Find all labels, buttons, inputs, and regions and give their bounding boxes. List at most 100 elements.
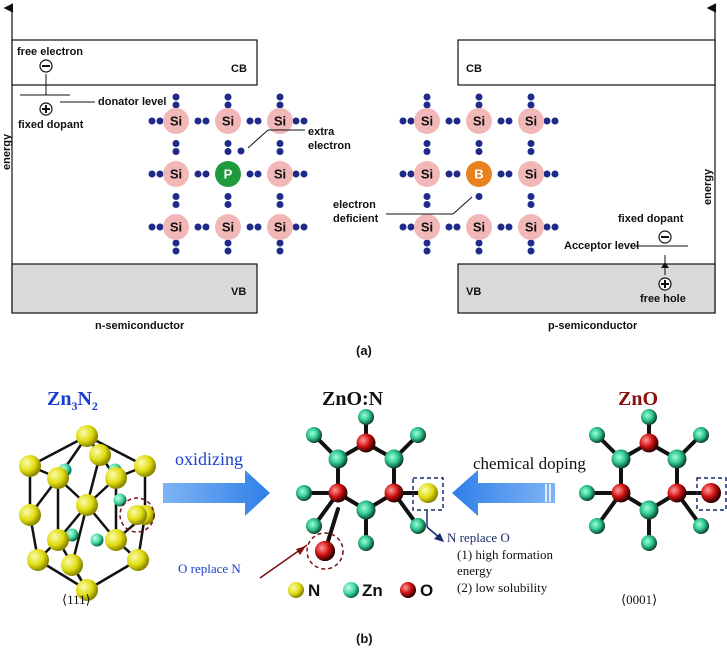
electron-dot bbox=[224, 193, 232, 200]
p-conduction-band bbox=[457, 39, 716, 86]
extra-electron-label-1: extra bbox=[308, 126, 335, 138]
electron-dot bbox=[497, 117, 505, 125]
n-atom bbox=[19, 455, 41, 477]
chemical-doping-label: chemical doping bbox=[473, 454, 586, 473]
si-atom-label: Si bbox=[421, 167, 433, 182]
electron-dot bbox=[224, 140, 232, 147]
electron-dot bbox=[172, 193, 180, 200]
si-atom-label: Si bbox=[421, 114, 433, 129]
electron-dot bbox=[292, 117, 300, 125]
si-atom-label: Si bbox=[274, 114, 286, 129]
electron-dot bbox=[224, 247, 232, 255]
electron-dot bbox=[148, 223, 156, 231]
si-atom bbox=[466, 108, 492, 134]
si-atom bbox=[518, 161, 544, 187]
electron-dot bbox=[202, 170, 210, 178]
electron-dot bbox=[276, 140, 284, 147]
zno-crystal bbox=[579, 409, 721, 551]
electron-dot bbox=[527, 239, 535, 247]
electron-dot bbox=[551, 170, 559, 178]
electron-dot bbox=[276, 239, 284, 247]
electron-dot bbox=[423, 140, 431, 147]
zno-n-o-highlight-circle bbox=[306, 532, 344, 570]
zn-atom bbox=[384, 449, 404, 469]
zn-atom bbox=[579, 485, 595, 501]
legend-zn-sphere bbox=[343, 582, 359, 598]
n-cb-label: CB bbox=[231, 63, 247, 75]
electron-dot bbox=[276, 148, 284, 155]
zno-title: ZnO bbox=[618, 388, 659, 410]
electron-dot bbox=[300, 117, 308, 125]
zn-atom bbox=[641, 535, 657, 551]
zno-n-crystal bbox=[296, 409, 438, 561]
electron-dot bbox=[300, 170, 308, 178]
si-atom-label: Si bbox=[274, 167, 286, 182]
electron-dot bbox=[172, 93, 180, 101]
right-axis-label: energy bbox=[702, 168, 714, 205]
electron-dot bbox=[172, 247, 180, 255]
electron-dot bbox=[300, 223, 308, 231]
si-atom bbox=[518, 108, 544, 134]
electron-dot bbox=[543, 170, 551, 178]
electron-dot bbox=[551, 223, 559, 231]
electron-dot bbox=[399, 170, 407, 178]
electron-dot bbox=[453, 170, 461, 178]
zn-atom bbox=[296, 485, 312, 501]
si-atom-label: Si bbox=[222, 220, 234, 235]
electron-dot bbox=[246, 117, 254, 125]
legend-n-label: N bbox=[308, 581, 321, 600]
reason-1-label: (1) high formation bbox=[457, 547, 554, 562]
electron-dot bbox=[254, 117, 262, 125]
electron-dot bbox=[276, 101, 284, 109]
zn3n2-direction: ⟨111⟩ bbox=[62, 592, 91, 607]
zn-atom bbox=[589, 518, 605, 534]
si-atom-label: Si bbox=[170, 114, 182, 129]
doping-arrow bbox=[452, 470, 555, 516]
electron-dot bbox=[224, 201, 232, 208]
electron-dot bbox=[423, 93, 431, 101]
si-atom bbox=[466, 214, 492, 240]
electron-dot bbox=[445, 117, 453, 125]
electron-dot bbox=[551, 117, 559, 125]
zn-atom bbox=[306, 427, 322, 443]
electron-dot bbox=[246, 223, 254, 231]
electron-dot bbox=[156, 170, 164, 178]
oxidizing-arrow bbox=[163, 470, 270, 516]
electron-dot bbox=[194, 223, 202, 231]
n-atom bbox=[47, 467, 69, 489]
zno-o-highlight-box bbox=[696, 477, 727, 511]
p-fixed-dopant-label: fixed dopant bbox=[618, 213, 684, 225]
electron-dot bbox=[407, 223, 415, 231]
legend-o-label: O bbox=[420, 581, 434, 600]
si-atom bbox=[518, 214, 544, 240]
n-fixed-dopant-label: fixed dopant bbox=[18, 119, 84, 131]
electron-dot bbox=[407, 170, 415, 178]
n-atom bbox=[105, 529, 127, 551]
si-atom-label: Si bbox=[473, 114, 485, 129]
n-atom bbox=[418, 483, 438, 503]
electron-dot bbox=[527, 193, 535, 200]
electron-dot bbox=[497, 223, 505, 231]
electron-dot bbox=[423, 201, 431, 208]
n-valence-band bbox=[11, 263, 258, 314]
electron-dot bbox=[475, 148, 483, 155]
electron-dot bbox=[475, 193, 483, 200]
o-atom bbox=[701, 483, 721, 503]
si-atom-label: Si bbox=[274, 220, 286, 235]
p-title: p-semiconductor bbox=[548, 320, 638, 332]
electron-dot bbox=[148, 117, 156, 125]
electron-dot bbox=[453, 223, 461, 231]
electron-dot bbox=[543, 223, 551, 231]
electron-dot bbox=[276, 247, 284, 255]
electron-deficient-label-2: deficient bbox=[333, 213, 379, 225]
electron-dot bbox=[202, 223, 210, 231]
zn-atom bbox=[410, 518, 426, 534]
si-atom bbox=[267, 161, 293, 187]
o-atom bbox=[611, 483, 631, 503]
dopant-atom-label: B bbox=[474, 167, 483, 182]
electron-dot bbox=[527, 101, 535, 109]
si-atom bbox=[267, 214, 293, 240]
si-atom bbox=[414, 161, 440, 187]
electron-dot bbox=[224, 239, 232, 247]
